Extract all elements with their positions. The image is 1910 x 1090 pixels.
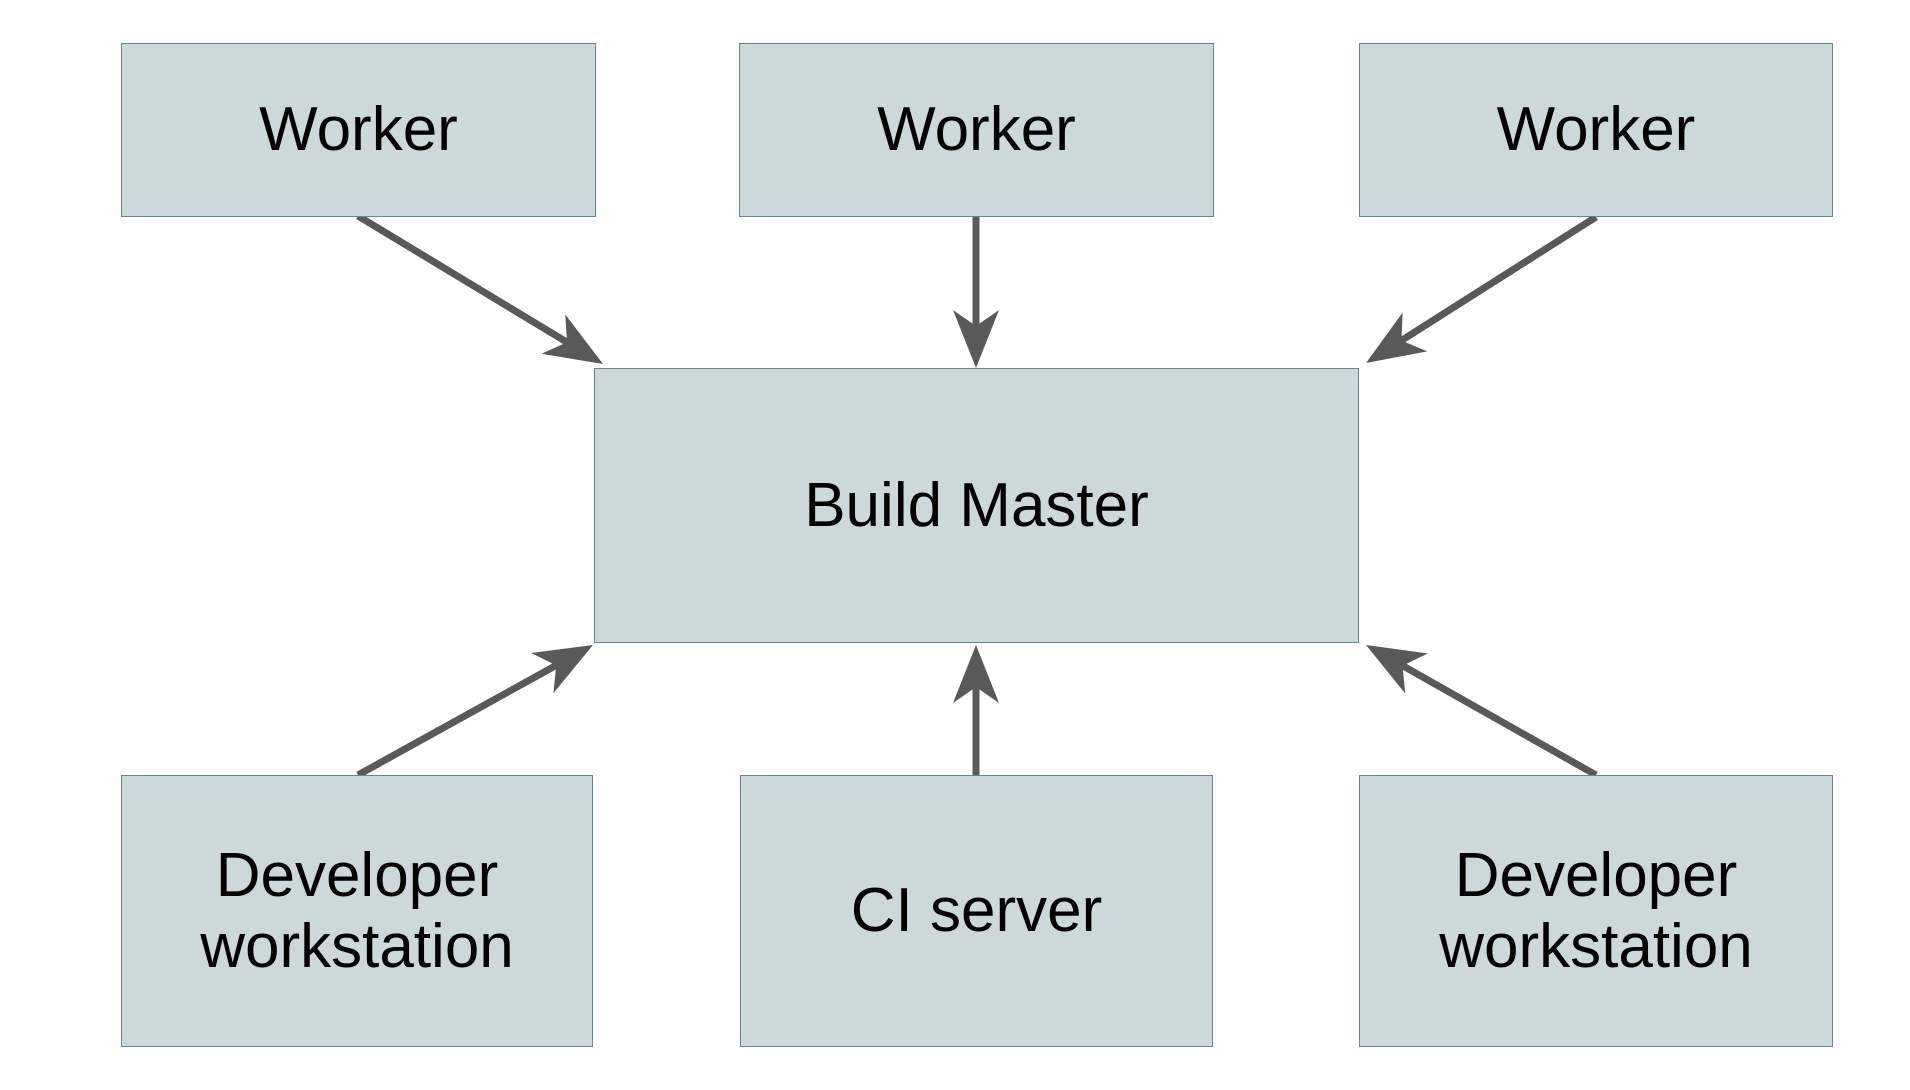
node-dev-ws-right[interactable]: Developer workstation bbox=[1359, 775, 1833, 1047]
edge-arrowhead bbox=[953, 645, 999, 703]
node-dev-ws-left[interactable]: Developer workstation bbox=[121, 775, 593, 1047]
node-label: Worker bbox=[877, 95, 1076, 165]
edge-devwsleft-to-master bbox=[356, 645, 593, 779]
node-label: Developer workstation bbox=[200, 840, 514, 981]
edge-worker2-to-master bbox=[953, 217, 999, 368]
edge-arrowhead bbox=[531, 645, 593, 694]
node-worker-3[interactable]: Worker bbox=[1359, 43, 1833, 217]
edge-shaft bbox=[1400, 662, 1598, 779]
edge-arrowhead bbox=[953, 310, 999, 368]
edge-arrowhead bbox=[1366, 312, 1428, 363]
edge-ciserver-to-master bbox=[953, 645, 999, 775]
edge-arrowhead bbox=[1366, 645, 1428, 694]
node-label: Developer workstation bbox=[1439, 840, 1753, 981]
node-label: Worker bbox=[1496, 95, 1696, 165]
node-worker-2[interactable]: Worker bbox=[739, 43, 1214, 217]
node-worker-1[interactable]: Worker bbox=[121, 43, 596, 217]
edge-worker1-to-master bbox=[356, 213, 603, 364]
edge-worker3-to-master bbox=[1366, 214, 1598, 363]
node-build-master[interactable]: Build Master bbox=[594, 368, 1359, 643]
node-label: Build Master bbox=[804, 470, 1149, 540]
node-label: Worker bbox=[259, 95, 458, 165]
node-label: CI server bbox=[850, 876, 1103, 946]
edge-shaft bbox=[356, 662, 559, 779]
edge-arrowhead bbox=[541, 314, 603, 364]
node-ci-server[interactable]: CI server bbox=[740, 775, 1213, 1047]
edge-devwsright-to-master bbox=[1366, 645, 1598, 779]
edge-shaft bbox=[1399, 214, 1598, 344]
edge-shaft bbox=[356, 213, 570, 346]
